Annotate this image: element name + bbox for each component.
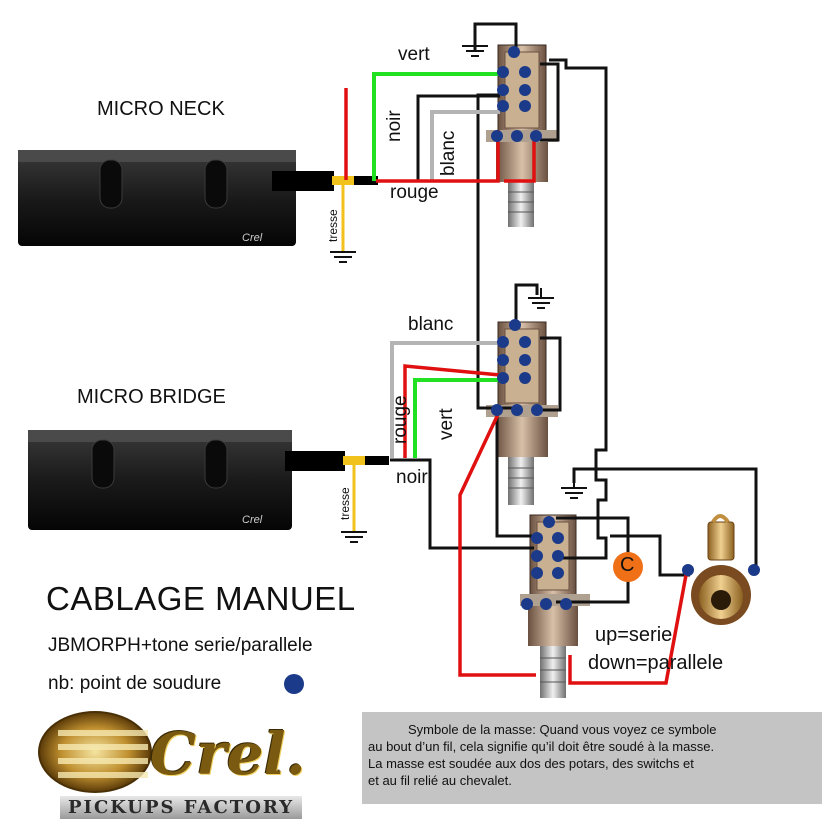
brand-name: Crel. xyxy=(150,720,306,788)
solder-note: nb: point de soudure xyxy=(48,673,222,694)
legend-line-2: au bout d’un fil, cela signifie qu’il do… xyxy=(368,739,715,754)
switch-up-label: up=serie xyxy=(595,624,673,646)
neck-pickup xyxy=(18,150,296,246)
ground-symbol xyxy=(341,531,367,543)
capacitor xyxy=(613,552,643,582)
wire-label-noir-bridge: noir xyxy=(396,467,428,488)
bridge-pickup xyxy=(28,430,292,530)
wire-label-tresse-bridge: tresse xyxy=(338,487,352,520)
ground-symbol xyxy=(330,251,356,263)
wire-label-blanc-neck: blanc xyxy=(438,130,459,176)
ground-symbol xyxy=(462,38,488,57)
switch-down-label: down=parallele xyxy=(588,652,724,674)
wire-label-noir-neck: noir xyxy=(384,110,405,142)
bridge-push-pull-pot xyxy=(486,321,558,505)
white-wires xyxy=(390,110,500,458)
neck-cable xyxy=(272,171,378,252)
ground-symbol xyxy=(561,478,587,499)
legend-line-4: et au fil relié au chevalet. xyxy=(368,773,512,788)
output-jack xyxy=(691,514,751,625)
brand-tagline: PICKUPS FACTORY xyxy=(60,796,303,819)
wire-label-vert-bridge: vert xyxy=(436,408,457,440)
green-wires xyxy=(372,72,503,458)
ground-legend-box xyxy=(362,712,822,804)
wire-label-vert-neck: vert xyxy=(398,44,430,65)
bridge-pickup-label: MICRO BRIDGE xyxy=(77,386,226,408)
wire-label-rouge-bridge: rouge xyxy=(390,395,411,444)
pickup-logo-neck: Crel xyxy=(242,232,263,244)
solder-points xyxy=(284,46,760,694)
crel-logo-emblem xyxy=(38,711,152,793)
black-wires xyxy=(373,22,758,604)
ground-symbol xyxy=(528,288,554,309)
ground-legend-text: Symbole de la masse: Quand vous voyez ce… xyxy=(368,721,820,789)
capacitor-label: C xyxy=(620,554,635,576)
pickup-logo-bridge: Crel xyxy=(242,514,263,526)
legend-line-3: La masse est soudée aux dos des potars, … xyxy=(368,756,694,771)
wire-label-tresse-neck: tresse xyxy=(326,209,340,242)
red-wires xyxy=(344,88,688,685)
neck-pickup-label: MICRO NECK xyxy=(97,98,225,120)
page-title: CABLAGE MANUEL xyxy=(46,580,356,617)
bridge-cable xyxy=(285,451,389,532)
page-subtitle: JBMORPH+tone serie/parallele xyxy=(48,635,313,656)
wire-label-rouge-neck: rouge xyxy=(390,182,439,203)
wire-label-blanc-bridge: blanc xyxy=(408,314,454,335)
legend-line-1: Symbole de la masse: Quand vous voyez ce… xyxy=(408,722,717,737)
